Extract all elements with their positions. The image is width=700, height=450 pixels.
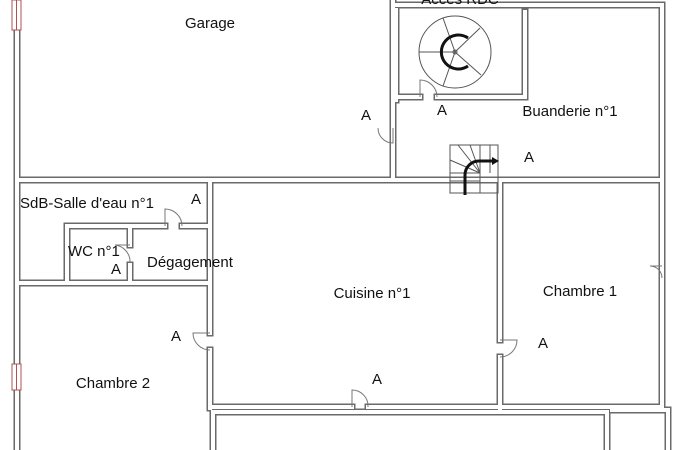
doors xyxy=(114,79,663,408)
door-marker: A xyxy=(111,261,121,278)
door-marker: A xyxy=(437,102,447,119)
door-marker: A xyxy=(361,107,371,124)
room-label-buanderie: Buanderie n°1 xyxy=(522,103,617,120)
straight-staircase xyxy=(449,144,499,195)
door-marker: A xyxy=(171,328,181,345)
door-marker: A xyxy=(538,335,548,352)
room-label-cuisine: Cuisine n°1 xyxy=(334,285,411,302)
room-label-acces-rdc: Accès RDC xyxy=(421,0,499,8)
room-label-sdb: SdB-Salle d'eau n°1 xyxy=(20,195,154,212)
room-label-chambre-1: Chambre 1 xyxy=(543,283,617,300)
room-label-degagement: Dégagement xyxy=(147,254,234,271)
door-marker: A xyxy=(372,371,382,388)
door-marker: A xyxy=(191,191,201,208)
room-label-chambre-2: Chambre 2 xyxy=(76,375,150,392)
windows xyxy=(11,0,22,391)
room-label-wc: WC n°1 xyxy=(68,243,120,260)
room-label-garage: Garage xyxy=(185,15,235,32)
spiral-staircase xyxy=(418,15,492,89)
door-marker: A xyxy=(524,149,534,166)
